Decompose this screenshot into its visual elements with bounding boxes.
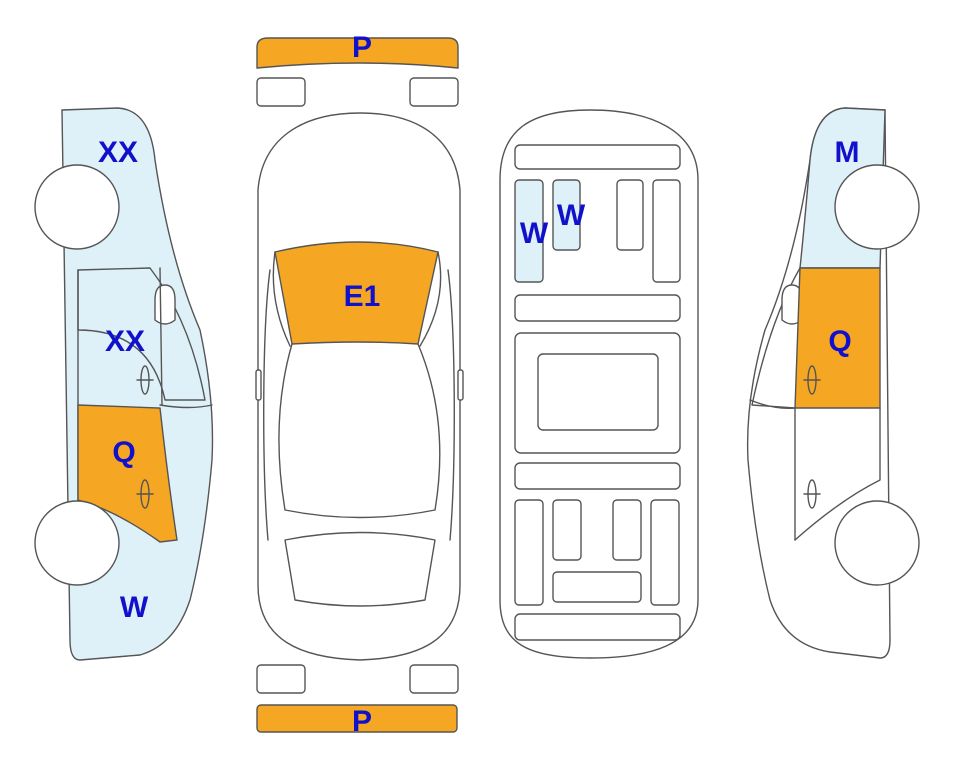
rear-bumper-group: P: [256, 664, 459, 738]
right-door-line-3: [794, 407, 881, 541]
cabin-outline: [278, 343, 441, 519]
hood-zone[interactable]: [274, 241, 439, 345]
underbody-view: W W: [499, 109, 699, 659]
underbody-mid-crossmember: [514, 294, 681, 322]
left-front-door-handle: [136, 365, 154, 395]
right-rear-door-label: Q: [828, 325, 851, 358]
top-view-body: [257, 112, 461, 661]
underbody-rear-inner-left: [552, 499, 582, 561]
right-window: [751, 267, 801, 409]
right-front-wheel: [834, 500, 920, 586]
left-side-line: [263, 269, 271, 541]
left-rear-quarter-label: W: [120, 591, 149, 624]
front-bumper-zone[interactable]: [256, 37, 459, 69]
rear-bumper-zone[interactable]: [256, 704, 458, 733]
right-side-line: [447, 269, 455, 541]
front-bumper-label: P: [352, 31, 372, 64]
left-front-fender-label: XX: [98, 136, 138, 169]
left-a-pillar: [272, 251, 291, 347]
underbody-tank: [552, 571, 642, 603]
rear-window: [284, 531, 436, 607]
left-rear-door-handle: [136, 479, 154, 509]
underbody-inner-right-rail: [616, 179, 644, 251]
underbody-rear-right-rail: [650, 499, 680, 606]
underbody-left-label: W: [520, 217, 549, 250]
right-door-line-2: [749, 399, 796, 410]
underbody-inner-left-rail-zone[interactable]: [552, 179, 581, 251]
left-front-wheel: [34, 164, 120, 250]
right-front-door-handle: [803, 479, 821, 509]
front-right-lamp: [409, 77, 459, 107]
underbody-rear-left-rail: [514, 499, 544, 606]
front-left-lamp: [256, 77, 306, 107]
underbody-left-rail-zone[interactable]: [514, 179, 544, 283]
rear-bumper-label: P: [352, 705, 372, 738]
left-door-line-3: [159, 404, 213, 409]
left-front-door-label: XX: [105, 325, 145, 358]
left-rear-wheel: [34, 500, 120, 586]
underbody-right-label: W: [557, 199, 586, 232]
right-a-pillar: [419, 251, 442, 347]
top-view-car: E1: [255, 112, 464, 661]
underbody-center-panel: [537, 353, 659, 431]
left-door-line-2: [159, 267, 163, 406]
underbody-right-rail: [652, 179, 681, 283]
underbody-rear-bumper-beam: [514, 613, 681, 641]
right-mirror: [457, 369, 464, 401]
rear-left-lamp: [256, 664, 306, 694]
underbody-rear-crossmember: [514, 462, 681, 490]
right-rear-wheel: [834, 164, 920, 250]
underbody-front-crossmember: [514, 144, 681, 170]
left-side-view: XX XX Q W: [34, 107, 214, 661]
left-side-mirror: [154, 284, 176, 325]
hood-label: E1: [344, 280, 381, 313]
underbody-rear-inner-right: [612, 499, 642, 561]
front-bumper-group: P: [256, 31, 459, 107]
right-side-view: M Q: [746, 107, 920, 659]
rear-right-lamp: [409, 664, 459, 694]
left-mirror: [255, 369, 262, 401]
left-rear-door-label: Q: [112, 436, 135, 469]
right-rear-quarter-label: M: [835, 136, 860, 169]
right-rear-door-handle: [803, 365, 821, 395]
